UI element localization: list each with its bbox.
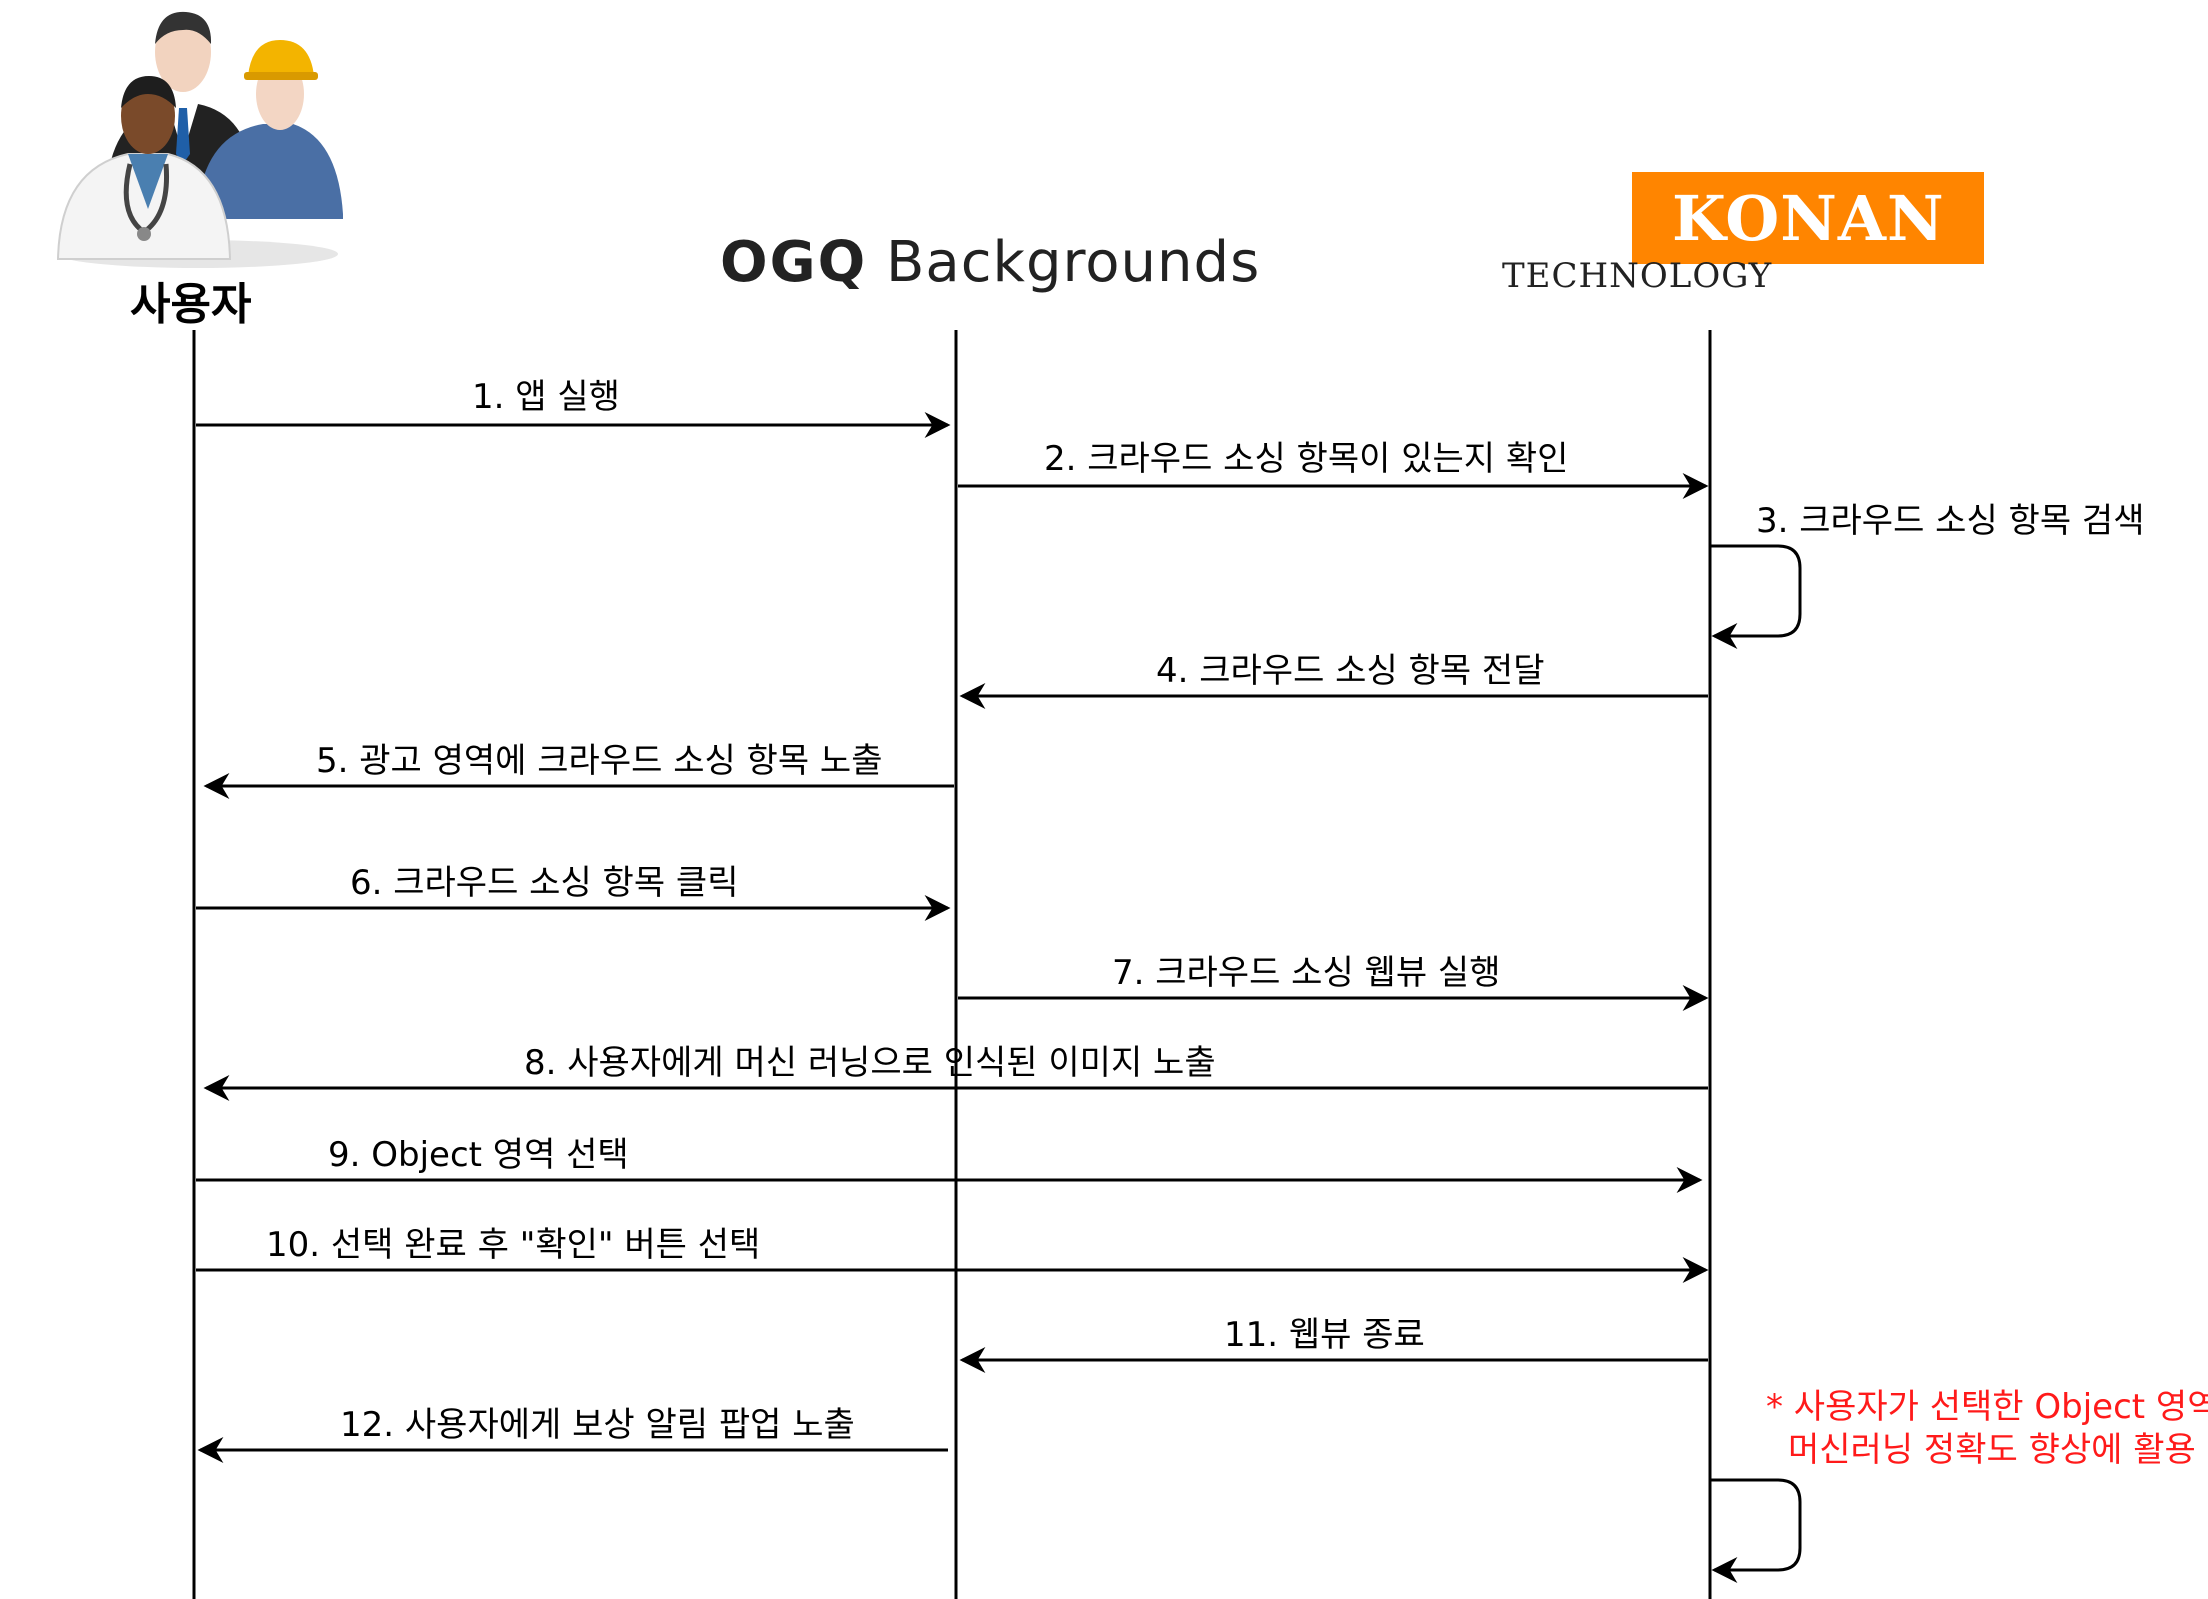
ogq-title-bold: OGQ [720, 230, 868, 295]
konan-logo-box [1632, 172, 1984, 264]
businessman-hair [155, 11, 212, 44]
message-arrows [196, 412, 1802, 1583]
message-label-10: 10. 선택 완료 후 "확인" 버튼 선택 [266, 1225, 761, 1265]
message-label-6: 6. 크라우드 소싱 항목 클릭 [350, 863, 739, 903]
users-icon [48, 4, 348, 274]
businessman-tie [176, 108, 190, 164]
message-label-12: 12. 사용자에게 보상 알림 팝업 노출 [340, 1405, 855, 1445]
message-label-4: 4. 크라우드 소싱 항목 전달 [1156, 651, 1545, 691]
message-label-3: 3. 크라우드 소싱 항목 검색 [1756, 501, 2145, 541]
message-label-8: 8. 사용자에게 머신 러닝으로 인식된 이미지 노출 [524, 1043, 1216, 1083]
message-label-1: 1. 앱 실행 [472, 377, 620, 417]
note-line-1: * 사용자가 선택한 Object 영역 [1766, 1387, 2208, 1427]
ml-accuracy-note: * 사용자가 선택한 Object 영역 머신러닝 정확도 향상에 활용 [1766, 1386, 2208, 1471]
message-label-11: 11. 웹뷰 종료 [1224, 1315, 1425, 1355]
actor-user-label: 사용자 [130, 279, 252, 330]
self-arrow-note [1710, 1478, 1802, 1583]
note-line-2: 머신러닝 정확도 향상에 활용 [1788, 1429, 2196, 1470]
konan-logo-main: KONAN [1672, 182, 1945, 255]
ogq-backgrounds-title: OGQ Backgrounds [720, 230, 1260, 295]
message-label-5: 5. 광고 영역에 크라우드 소싱 항목 노출 [316, 741, 883, 781]
ogq-title-rest: Backgrounds [867, 230, 1261, 295]
message-label-9: 9. Object 영역 선택 [328, 1135, 629, 1175]
doctor-stethoscope-end [137, 227, 151, 241]
doctor-collar [128, 154, 168, 209]
konan-logo-sub: TECHNOLOGY [1502, 256, 1773, 296]
worker-hardhat-brim [244, 72, 318, 80]
worker-body [198, 124, 343, 219]
self-arrow-3 [1710, 544, 1802, 649]
worker-hardhat [248, 40, 314, 76]
message-label-2: 2. 크라우드 소싱 항목이 있는지 확인 [1044, 439, 1569, 479]
doctor-hair [121, 76, 176, 108]
konan-technology-logo: KONAN TECHNOLOGY [1502, 172, 1984, 296]
message-label-7: 7. 크라우드 소싱 웹뷰 실행 [1112, 953, 1501, 993]
